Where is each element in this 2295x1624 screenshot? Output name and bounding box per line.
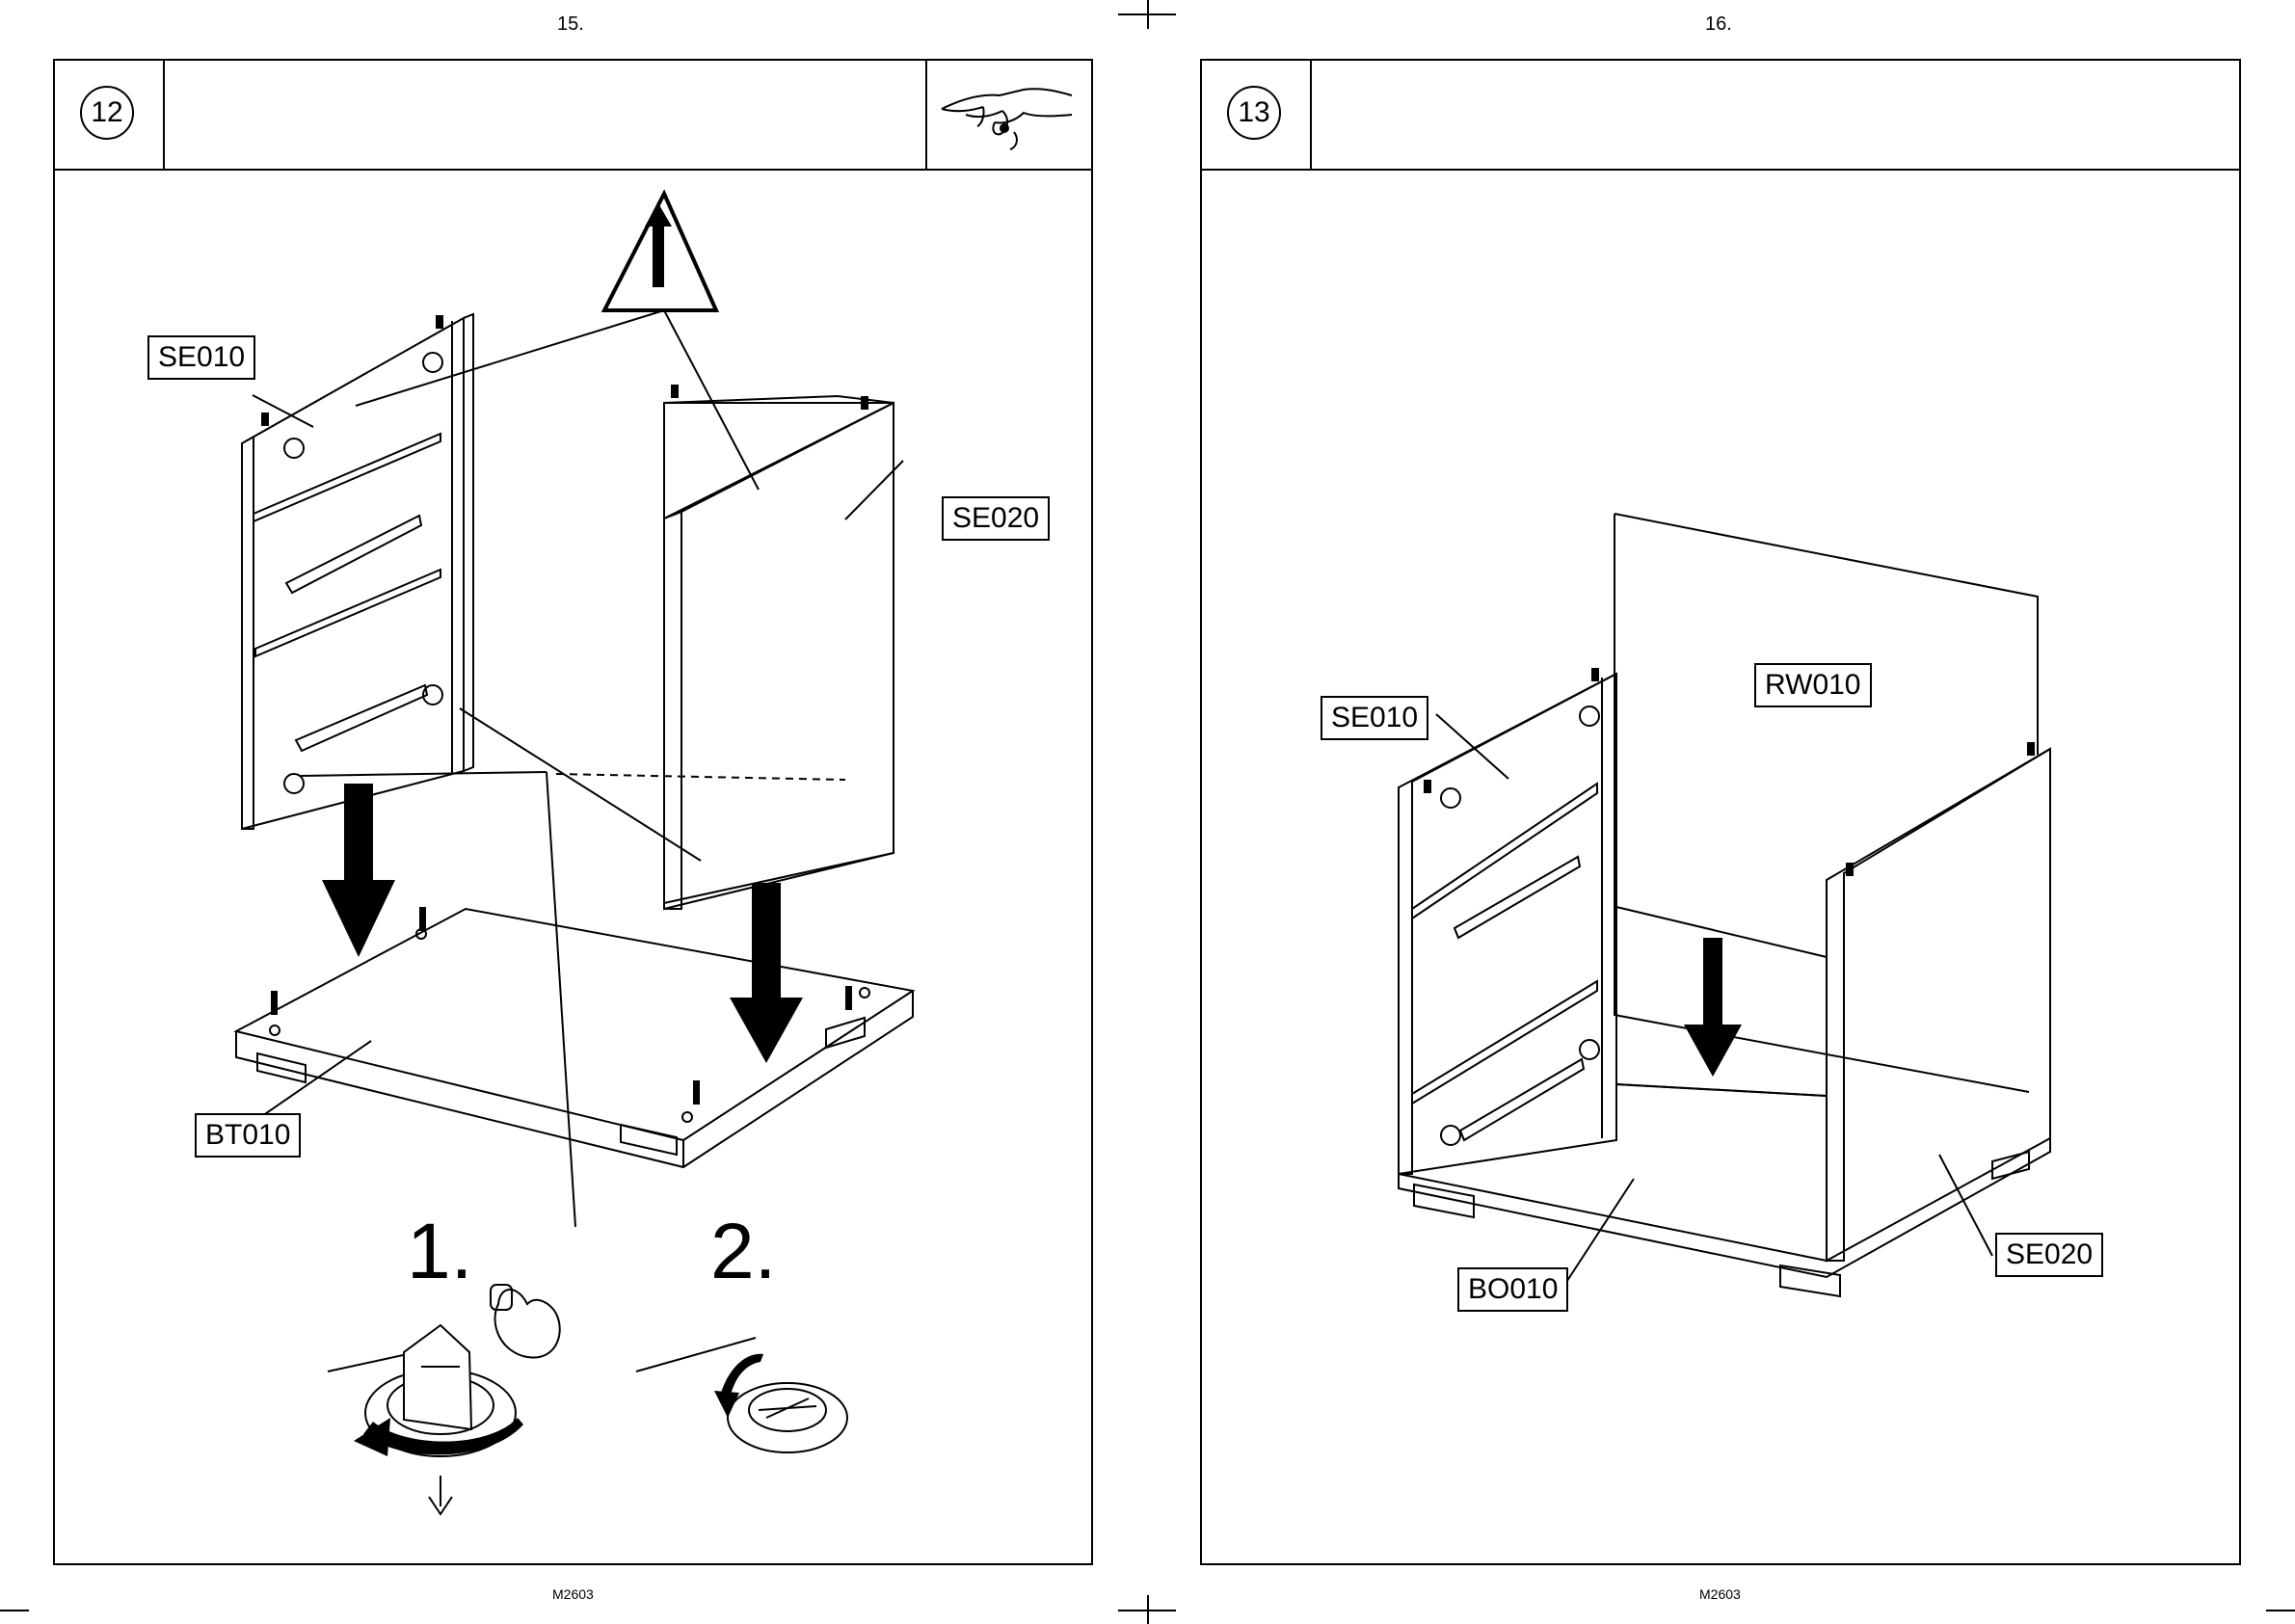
page-number-left: 15.: [557, 13, 584, 36]
step-13-panel: 13: [1200, 59, 2241, 1565]
sequence-step-1: 1.: [407, 1212, 472, 1291]
crop-mark: [2266, 1610, 2295, 1611]
crop-mark: [1118, 1610, 1176, 1611]
assembly-illustration-step-13: [1202, 61, 2239, 1563]
part-label-bt010: BT010: [195, 1113, 301, 1158]
crop-mark: [1118, 13, 1176, 15]
part-label-bo010: BO010: [1457, 1267, 1568, 1312]
footer-code-left: M2603: [552, 1586, 594, 1602]
part-label-se010: SE010: [147, 335, 255, 380]
step-12-panel: 12: [53, 59, 1093, 1565]
sequence-step-2: 2.: [710, 1212, 776, 1291]
page-number-right: 16.: [1705, 13, 1732, 36]
footer-code-right: M2603: [1699, 1586, 1741, 1602]
part-label-se020: SE020: [942, 496, 1050, 541]
crop-mark: [0, 1610, 29, 1611]
part-label-rw010: RW010: [1754, 663, 1872, 707]
part-label-se010: SE010: [1321, 696, 1428, 740]
assembly-illustration-step-12: [55, 61, 1091, 1563]
part-label-se020: SE020: [1995, 1233, 2103, 1277]
